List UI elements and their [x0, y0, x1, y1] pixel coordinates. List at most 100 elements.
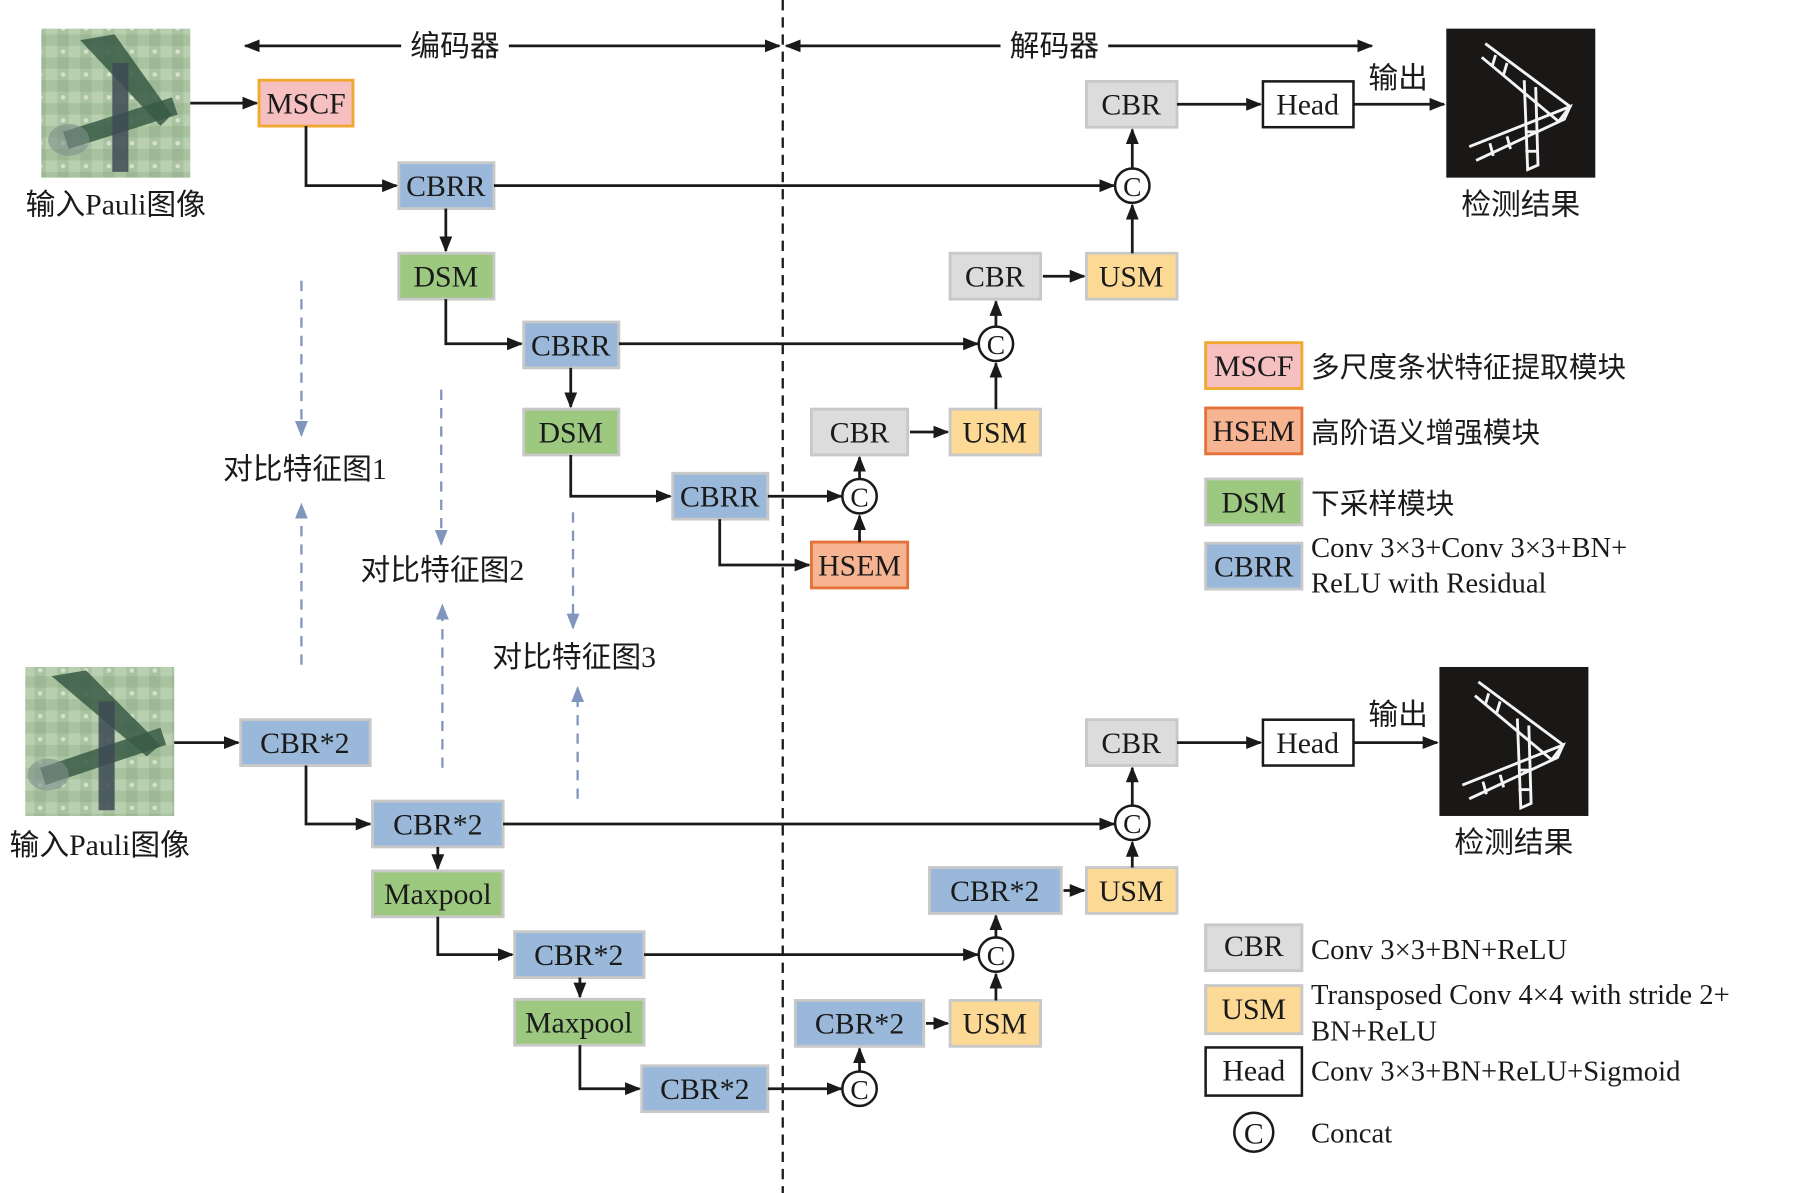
- top-dsm-label-2: DSM: [538, 416, 603, 449]
- top-cbrr-label-2: CBRR: [531, 329, 611, 362]
- feature-map-label-2: 对比特征图2: [360, 554, 524, 587]
- top-cbrr-label-1: CBRR: [406, 170, 486, 203]
- bottom-maxpool-label-1: Maxpool: [384, 878, 492, 911]
- bottom-concat-3: C: [841, 1070, 878, 1108]
- legend-key: CBRR: [1214, 550, 1294, 583]
- bottom-detection-result-image: [1439, 666, 1589, 816]
- bottom-concat-2: C: [977, 936, 1015, 974]
- concat-icon: C: [850, 1074, 868, 1105]
- encoder-label: 编码器: [410, 30, 499, 63]
- feature-map-label-1: 对比特征图1: [223, 453, 387, 486]
- bottom-output-label: 输出: [1368, 698, 1428, 731]
- legend-item-cbr: CBR Conv 3×3+BN+ReLU: [1204, 923, 1567, 973]
- legend-desc: 高阶语义增强模块: [1311, 417, 1540, 449]
- bottom-input-image: [25, 666, 175, 816]
- top-input-caption: 输入Pauli图像: [26, 188, 206, 221]
- bottom-usm-label-1: USM: [962, 1008, 1027, 1041]
- legend-item-hsem: HSEM 高阶语义增强模块: [1204, 406, 1540, 456]
- top-hsem-label: HSEM: [818, 549, 901, 582]
- top-usm-label-1: USM: [962, 416, 1027, 449]
- bottom-cbr2-block-e: CBR*2: [793, 999, 926, 1048]
- legend-desc-line2: ReLU with Residual: [1311, 567, 1547, 599]
- arrow: [718, 519, 811, 572]
- top-dsm-label-1: DSM: [414, 261, 479, 294]
- bottom-maxpool-label-2: Maxpool: [525, 1007, 633, 1040]
- top-cbr-block-3: CBR: [1085, 79, 1179, 129]
- bottom-cbr2-label-f: CBR*2: [950, 875, 1039, 908]
- arrow: [569, 454, 673, 503]
- top-hsem-block: HSEM: [809, 540, 910, 590]
- concat-icon: C: [1123, 171, 1141, 202]
- bottom-maxpool-block-2: Maxpool: [513, 997, 646, 1047]
- bottom-usm-block-1: USM: [948, 999, 1043, 1048]
- legend-key: HSEM: [1212, 415, 1295, 448]
- legend-item-usm: USM Transposed Conv 4×4 with stride 2+ B…: [1204, 979, 1730, 1048]
- legend-item-dsm: DSM 下采样模块: [1204, 477, 1454, 527]
- top-mscf-block: MSCF: [257, 78, 355, 128]
- concat-icon: C: [1244, 1118, 1264, 1151]
- bottom-cbr2-block-c: CBR*2: [513, 930, 646, 979]
- legend-item-mscf: MSCF 多尺度条状特征提取模块: [1204, 341, 1626, 390]
- bottom-usm-label-2: USM: [1099, 875, 1164, 908]
- top-head-label: Head: [1276, 89, 1339, 122]
- feature-map-label-3: 对比特征图3: [492, 641, 656, 674]
- bottom-cbr-block: CBR: [1085, 718, 1179, 767]
- legend-item-cbrr: CBRR Conv 3×3+Conv 3×3+BN+ ReLU with Res…: [1204, 532, 1627, 599]
- top-cbr-block-2: CBR: [948, 251, 1043, 301]
- bottom-cbr-label: CBR: [1101, 727, 1161, 760]
- legend-item-head: Head Conv 3×3+BN+ReLU+Sigmoid: [1204, 1046, 1680, 1097]
- legend-key: CBR: [1224, 930, 1284, 963]
- top-cbrr-block-3: CBRR: [671, 471, 770, 521]
- bottom-cbr2-label-a: CBR*2: [260, 727, 349, 760]
- bottom-cbr2-label-b: CBR*2: [393, 808, 482, 841]
- top-concat-3: C: [841, 477, 878, 515]
- decoder-label: 解码器: [1010, 30, 1099, 63]
- top-cbrr-label-3: CBRR: [680, 481, 760, 514]
- top-concat-2: C: [977, 325, 1015, 363]
- top-cbrr-block-2: CBRR: [522, 320, 621, 370]
- arrow: [578, 1045, 642, 1096]
- top-input-image: [41, 28, 191, 178]
- concat-icon: C: [987, 329, 1005, 360]
- top-cbr-label-3: CBR: [1101, 89, 1161, 122]
- bottom-cbr2-block-a: CBR*2: [239, 718, 372, 767]
- top-mscf-label: MSCF: [266, 87, 345, 120]
- bottom-input-caption: 输入Pauli图像: [10, 829, 190, 862]
- legend-desc: 下采样模块: [1311, 488, 1454, 520]
- top-head-block: Head: [1261, 80, 1355, 129]
- top-usm-block-2: USM: [1085, 251, 1179, 301]
- bottom-cbr2-label-d: CBR*2: [660, 1073, 749, 1106]
- legend-desc-line1: Conv 3×3+Conv 3×3+BN+: [1311, 532, 1627, 564]
- top-output-label: 输出: [1368, 62, 1428, 95]
- top-result-caption: 检测结果: [1461, 188, 1580, 221]
- top-usm-block-1: USM: [948, 407, 1043, 457]
- concat-icon: C: [987, 940, 1005, 971]
- top-cbr-label-2: CBR: [965, 261, 1025, 294]
- top-concat-1: C: [1113, 167, 1151, 205]
- legend-desc: Concat: [1311, 1118, 1392, 1150]
- concat-icon: C: [850, 482, 868, 513]
- bottom-cbr2-block-d: CBR*2: [640, 1064, 770, 1114]
- legend-bottom: CBR Conv 3×3+BN+ReLU USM Transposed Conv…: [1204, 923, 1730, 1154]
- bottom-head-block: Head: [1261, 718, 1355, 767]
- legend-key: MSCF: [1214, 350, 1293, 383]
- top-dsm-block-2: DSM: [522, 407, 621, 457]
- bottom-maxpool-block-1: Maxpool: [371, 869, 505, 919]
- legend-desc: Conv 3×3+BN+ReLU: [1311, 934, 1567, 966]
- top-usm-label-2: USM: [1099, 261, 1164, 294]
- bottom-cbr2-block-b: CBR*2: [371, 799, 505, 849]
- bottom-result-caption: 检测结果: [1454, 827, 1573, 860]
- legend-desc-line1: Transposed Conv 4×4 with stride 2+: [1311, 979, 1730, 1011]
- top-cbrr-block-1: CBRR: [397, 161, 496, 211]
- legend-top: MSCF 多尺度条状特征提取模块 HSEM 高阶语义增强模块 DSM 下采样模块…: [1204, 341, 1627, 599]
- legend-item-concat: C Concat: [1233, 1111, 1392, 1154]
- legend-desc-line2: BN+ReLU: [1311, 1016, 1437, 1048]
- bottom-cbr2-block-f: CBR*2: [928, 866, 1063, 915]
- arrow: [304, 765, 372, 831]
- legend-desc: Conv 3×3+BN+ReLU+Sigmoid: [1311, 1056, 1680, 1088]
- legend-key: USM: [1221, 993, 1286, 1026]
- arrow: [444, 299, 524, 351]
- bottom-concat-1: C: [1113, 804, 1151, 842]
- bottom-head-label: Head: [1276, 727, 1339, 760]
